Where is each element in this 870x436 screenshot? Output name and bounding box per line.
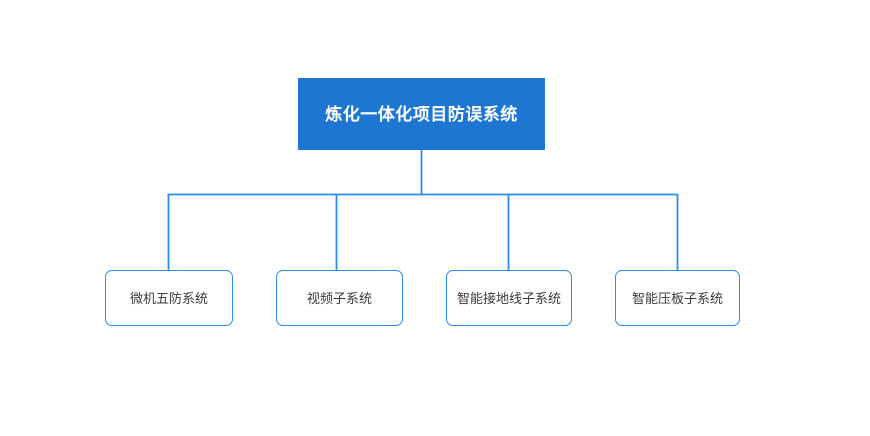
child-node-weiji-wufang[interactable]: 微机五防系统 <box>105 270 233 326</box>
child-node-zhineng-yaban[interactable]: 智能压板子系统 <box>615 270 740 326</box>
child-node-zhineng-jiedixian[interactable]: 智能接地线子系统 <box>446 270 572 326</box>
child-node-label: 视频子系统 <box>306 290 372 306</box>
child-node-label: 智能接地线子系统 <box>456 290 561 306</box>
child-node-label: 智能压板子系统 <box>631 290 723 306</box>
child-node-shipin[interactable]: 视频子系统 <box>276 270 403 326</box>
root-node[interactable]: 炼化一体化项目防误系统 <box>298 78 545 150</box>
root-node-label: 炼化一体化项目防误系统 <box>325 104 518 124</box>
child-node-label: 微机五防系统 <box>129 290 208 306</box>
